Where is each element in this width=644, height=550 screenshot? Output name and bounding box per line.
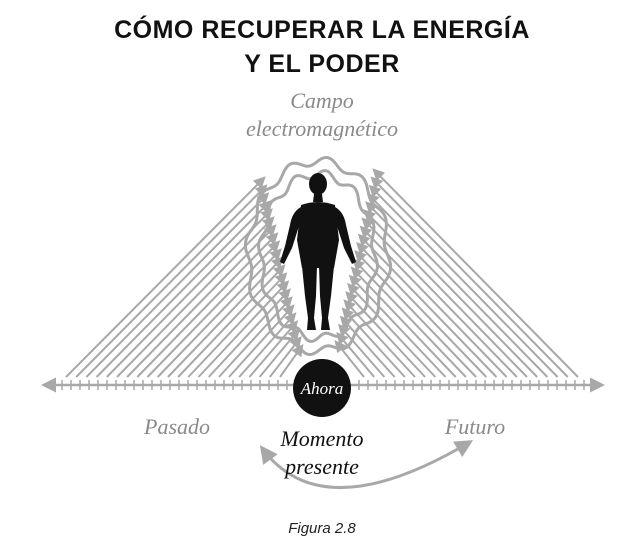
- energy-ray-arrow: [218, 296, 293, 378]
- energy-ray-arrow: [370, 176, 569, 378]
- energy-ray-arrow: [366, 192, 549, 378]
- energy-ray-arrow: [365, 201, 538, 378]
- energy-ray-arrow: [126, 224, 277, 378]
- energy-ray-arrow: [116, 216, 275, 378]
- energy-ray-arrow: [177, 264, 286, 378]
- energy-ray-arrow: [238, 312, 297, 378]
- field-wave-inner: [257, 169, 379, 343]
- figure-title-line-2: Y EL PODER: [244, 50, 400, 78]
- figure-title-line-1: CÓMO RECUPERAR LA ENERGÍA: [114, 16, 530, 44]
- past-energy-rays: [65, 176, 304, 378]
- energy-ray-arrow: [361, 217, 518, 378]
- energy-ray-arrow: [345, 291, 426, 378]
- energy-ray-arrow: [95, 200, 272, 378]
- energy-ray-arrow: [156, 248, 282, 378]
- energy-ray-arrow: [106, 208, 273, 378]
- moment-label-line-2: presente: [285, 454, 359, 479]
- figure-caption: Figura 2.8: [288, 520, 356, 537]
- energy-ray-arrow: [363, 209, 528, 378]
- energy-ray-arrow: [85, 192, 270, 378]
- energy-ray-arrow: [146, 240, 281, 378]
- human-silhouette: [280, 173, 356, 330]
- energy-ray-arrow: [65, 176, 266, 378]
- moment-label-line-1: Momento: [280, 426, 364, 451]
- timeline-ticks: [61, 380, 585, 390]
- energy-ray-arrow: [357, 233, 498, 378]
- past-future-arc: [259, 440, 474, 489]
- field-wave-outer: [243, 156, 393, 356]
- energy-ray-arrow: [197, 280, 290, 378]
- energy-ray-arrow: [136, 232, 279, 378]
- energy-ray-arrow: [248, 320, 299, 378]
- field-label-line-1: Campo: [290, 88, 354, 113]
- energy-ray-arrow: [187, 272, 288, 378]
- energy-ray-arrow: [228, 304, 295, 378]
- past-label: Pasado: [144, 414, 210, 439]
- energy-ray-arrow: [350, 266, 457, 378]
- energy-ray-arrow: [368, 184, 559, 378]
- energy-ray-arrow: [347, 282, 437, 378]
- future-label: Futuro: [444, 414, 506, 439]
- energy-ray-arrow: [356, 241, 488, 378]
- now-circle: [293, 359, 351, 417]
- energy-ray-arrow: [354, 250, 477, 378]
- now-label: Ahora: [300, 379, 344, 398]
- energy-ray-arrow: [338, 323, 386, 378]
- energy-ray-arrow: [341, 307, 406, 378]
- energy-ray-arrow: [279, 344, 304, 378]
- energy-ray-arrow: [372, 168, 579, 378]
- field-label-line-2: electromagnético: [246, 116, 398, 141]
- energy-ray-arrow: [75, 184, 268, 378]
- energy-ray-arrow: [348, 274, 447, 378]
